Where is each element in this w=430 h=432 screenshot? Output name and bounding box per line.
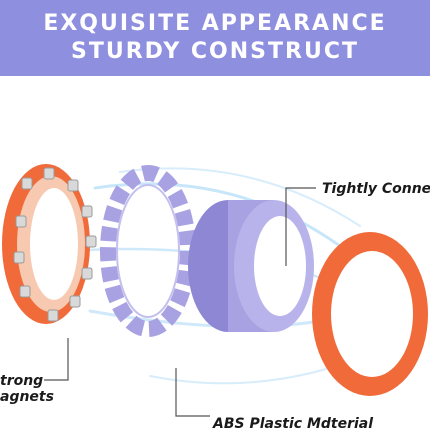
plastic-sleeve-part	[188, 200, 314, 332]
banner-title-line-2: STURDY CONSTRUCT	[71, 39, 359, 64]
callout-magnets-line-2: agnets	[0, 389, 54, 405]
banner-title-line-1: EXQUISITE APPEARANCE	[43, 11, 387, 36]
callout-leader-lines	[44, 187, 316, 417]
callout-abs-plastic-material: ABS Plastic Mdterial	[213, 416, 374, 432]
header-banner: EXQUISITE APPEARANCE STURDY CONSTRUCT	[0, 0, 430, 76]
orange-flat-ring-part	[312, 232, 428, 396]
magnet-ring-part	[2, 164, 97, 324]
callout-tightly-connect: Tightly Connect	[322, 181, 430, 197]
callout-magnets-line-1: trong	[0, 373, 44, 389]
wave-washer-part	[100, 165, 196, 337]
exploded-parts-illustration	[2, 164, 428, 417]
